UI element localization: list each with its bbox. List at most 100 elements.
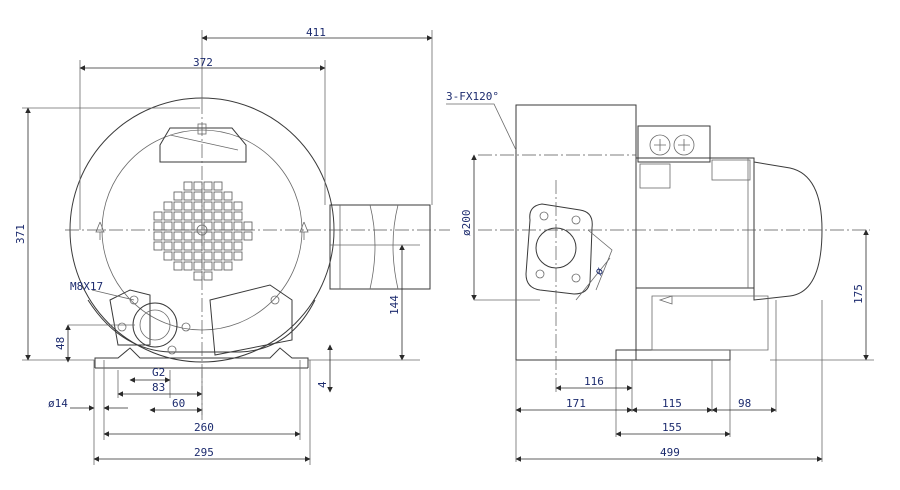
grill-cell [173, 201, 183, 211]
grill-cell [203, 251, 213, 261]
front-view: 411 372 371 M8X17 48 G2 83 60 ø14 260 29… [14, 26, 450, 465]
grill-cell [233, 211, 243, 221]
lug-line [169, 134, 239, 151]
dim-116: 116 [584, 375, 604, 388]
grill-cell [203, 201, 213, 211]
dim-260: 260 [194, 421, 214, 434]
grill-cell [173, 251, 183, 261]
grill-cell [233, 221, 243, 231]
grill-cell [233, 231, 243, 241]
bolt-hole-4 [167, 345, 177, 355]
leader-flange [446, 103, 517, 151]
grill-cell [193, 211, 203, 221]
grill-cell [183, 241, 193, 251]
motor-endcap [753, 161, 823, 301]
terminal-box [637, 125, 711, 163]
grill-cell [173, 211, 183, 221]
grill-cell [183, 181, 193, 191]
dim-175: 175 [852, 284, 865, 304]
grill-cell [223, 221, 233, 231]
grill-cell [183, 251, 193, 261]
grill-cell [213, 191, 223, 201]
dim-4: 4 [316, 381, 329, 388]
pipe-break-2 [392, 204, 399, 290]
grill-cell [183, 221, 193, 231]
leader-thread [91, 289, 135, 301]
flange-hole-4 [571, 273, 581, 283]
grill-cell [193, 191, 203, 201]
side-blower-body [515, 104, 637, 361]
motor-fin [711, 159, 751, 181]
rotation-arrow-left [95, 221, 105, 240]
terminal-screw-2 [673, 134, 695, 156]
motor-foot [651, 295, 769, 351]
dim-phi: ø [592, 265, 607, 278]
grill-cell [203, 231, 213, 241]
terminal-crosses [654, 139, 690, 151]
flange-hole-3 [535, 269, 545, 279]
flange-hole-1 [539, 211, 549, 221]
grill-cell [203, 191, 213, 201]
grill-cell [173, 231, 183, 241]
grill-cell [163, 231, 173, 241]
pipe-break-1 [369, 204, 376, 290]
motor-housing [635, 157, 755, 289]
grill-cell [183, 191, 193, 201]
lifting-lug [159, 127, 247, 163]
grill-cell [193, 181, 203, 191]
flange-taper [587, 229, 613, 291]
inlet-port-inner [139, 309, 171, 341]
grill-cell [233, 241, 243, 251]
grill-cell [163, 251, 173, 261]
grill-cell [193, 221, 203, 231]
flange-plate-right [209, 284, 293, 356]
grill-cell [203, 181, 213, 191]
dim-499: 499 [660, 446, 680, 459]
flow-arrow [658, 295, 673, 305]
grill-cell [233, 251, 243, 261]
outlet-pipe [329, 204, 431, 290]
terminal-screw-1 [649, 134, 671, 156]
flange-plate-left [109, 289, 151, 346]
grill-cell [183, 231, 193, 241]
bolt-hole-5 [270, 295, 280, 305]
grill-cell [163, 241, 173, 251]
grill-cell [223, 211, 233, 221]
dim-83: 83 [152, 381, 165, 394]
side-base [615, 349, 731, 361]
grill-cell [243, 221, 253, 231]
bolt-hole-1 [129, 295, 139, 305]
dim-thread: M8X17 [70, 280, 103, 293]
grill-cell [193, 201, 203, 211]
grill-cell [183, 211, 193, 221]
grill-cell [193, 271, 203, 281]
grill-cell [213, 251, 223, 261]
dim-200: ø200 [460, 210, 473, 237]
dim-98: 98 [738, 397, 751, 410]
dim-295: 295 [194, 446, 214, 459]
grill-cell [183, 261, 193, 271]
grill-cell [223, 241, 233, 251]
dim-171: 171 [566, 397, 586, 410]
side-view: 3-FX120° ø200 ø 116 171 115 98 155 499 1… [446, 90, 874, 462]
grill-cell [213, 231, 223, 241]
grill-cell [203, 261, 213, 271]
grill-cell [223, 261, 233, 271]
grill-cell [213, 221, 223, 231]
grill-cell [203, 271, 213, 281]
grill-cell [213, 241, 223, 251]
grill-cell [193, 261, 203, 271]
grill-cell [173, 241, 183, 251]
dim-115: 115 [662, 397, 682, 410]
grill-cell [213, 261, 223, 271]
dim-hole: ø14 [48, 397, 68, 410]
grill-cell [223, 191, 233, 201]
grill-cell [193, 241, 203, 251]
dim-411: 411 [306, 26, 326, 39]
grill-cell [163, 201, 173, 211]
grill-cell [153, 221, 163, 231]
grill-cell [153, 241, 163, 251]
grill-cell [223, 201, 233, 211]
grill-cell [213, 201, 223, 211]
